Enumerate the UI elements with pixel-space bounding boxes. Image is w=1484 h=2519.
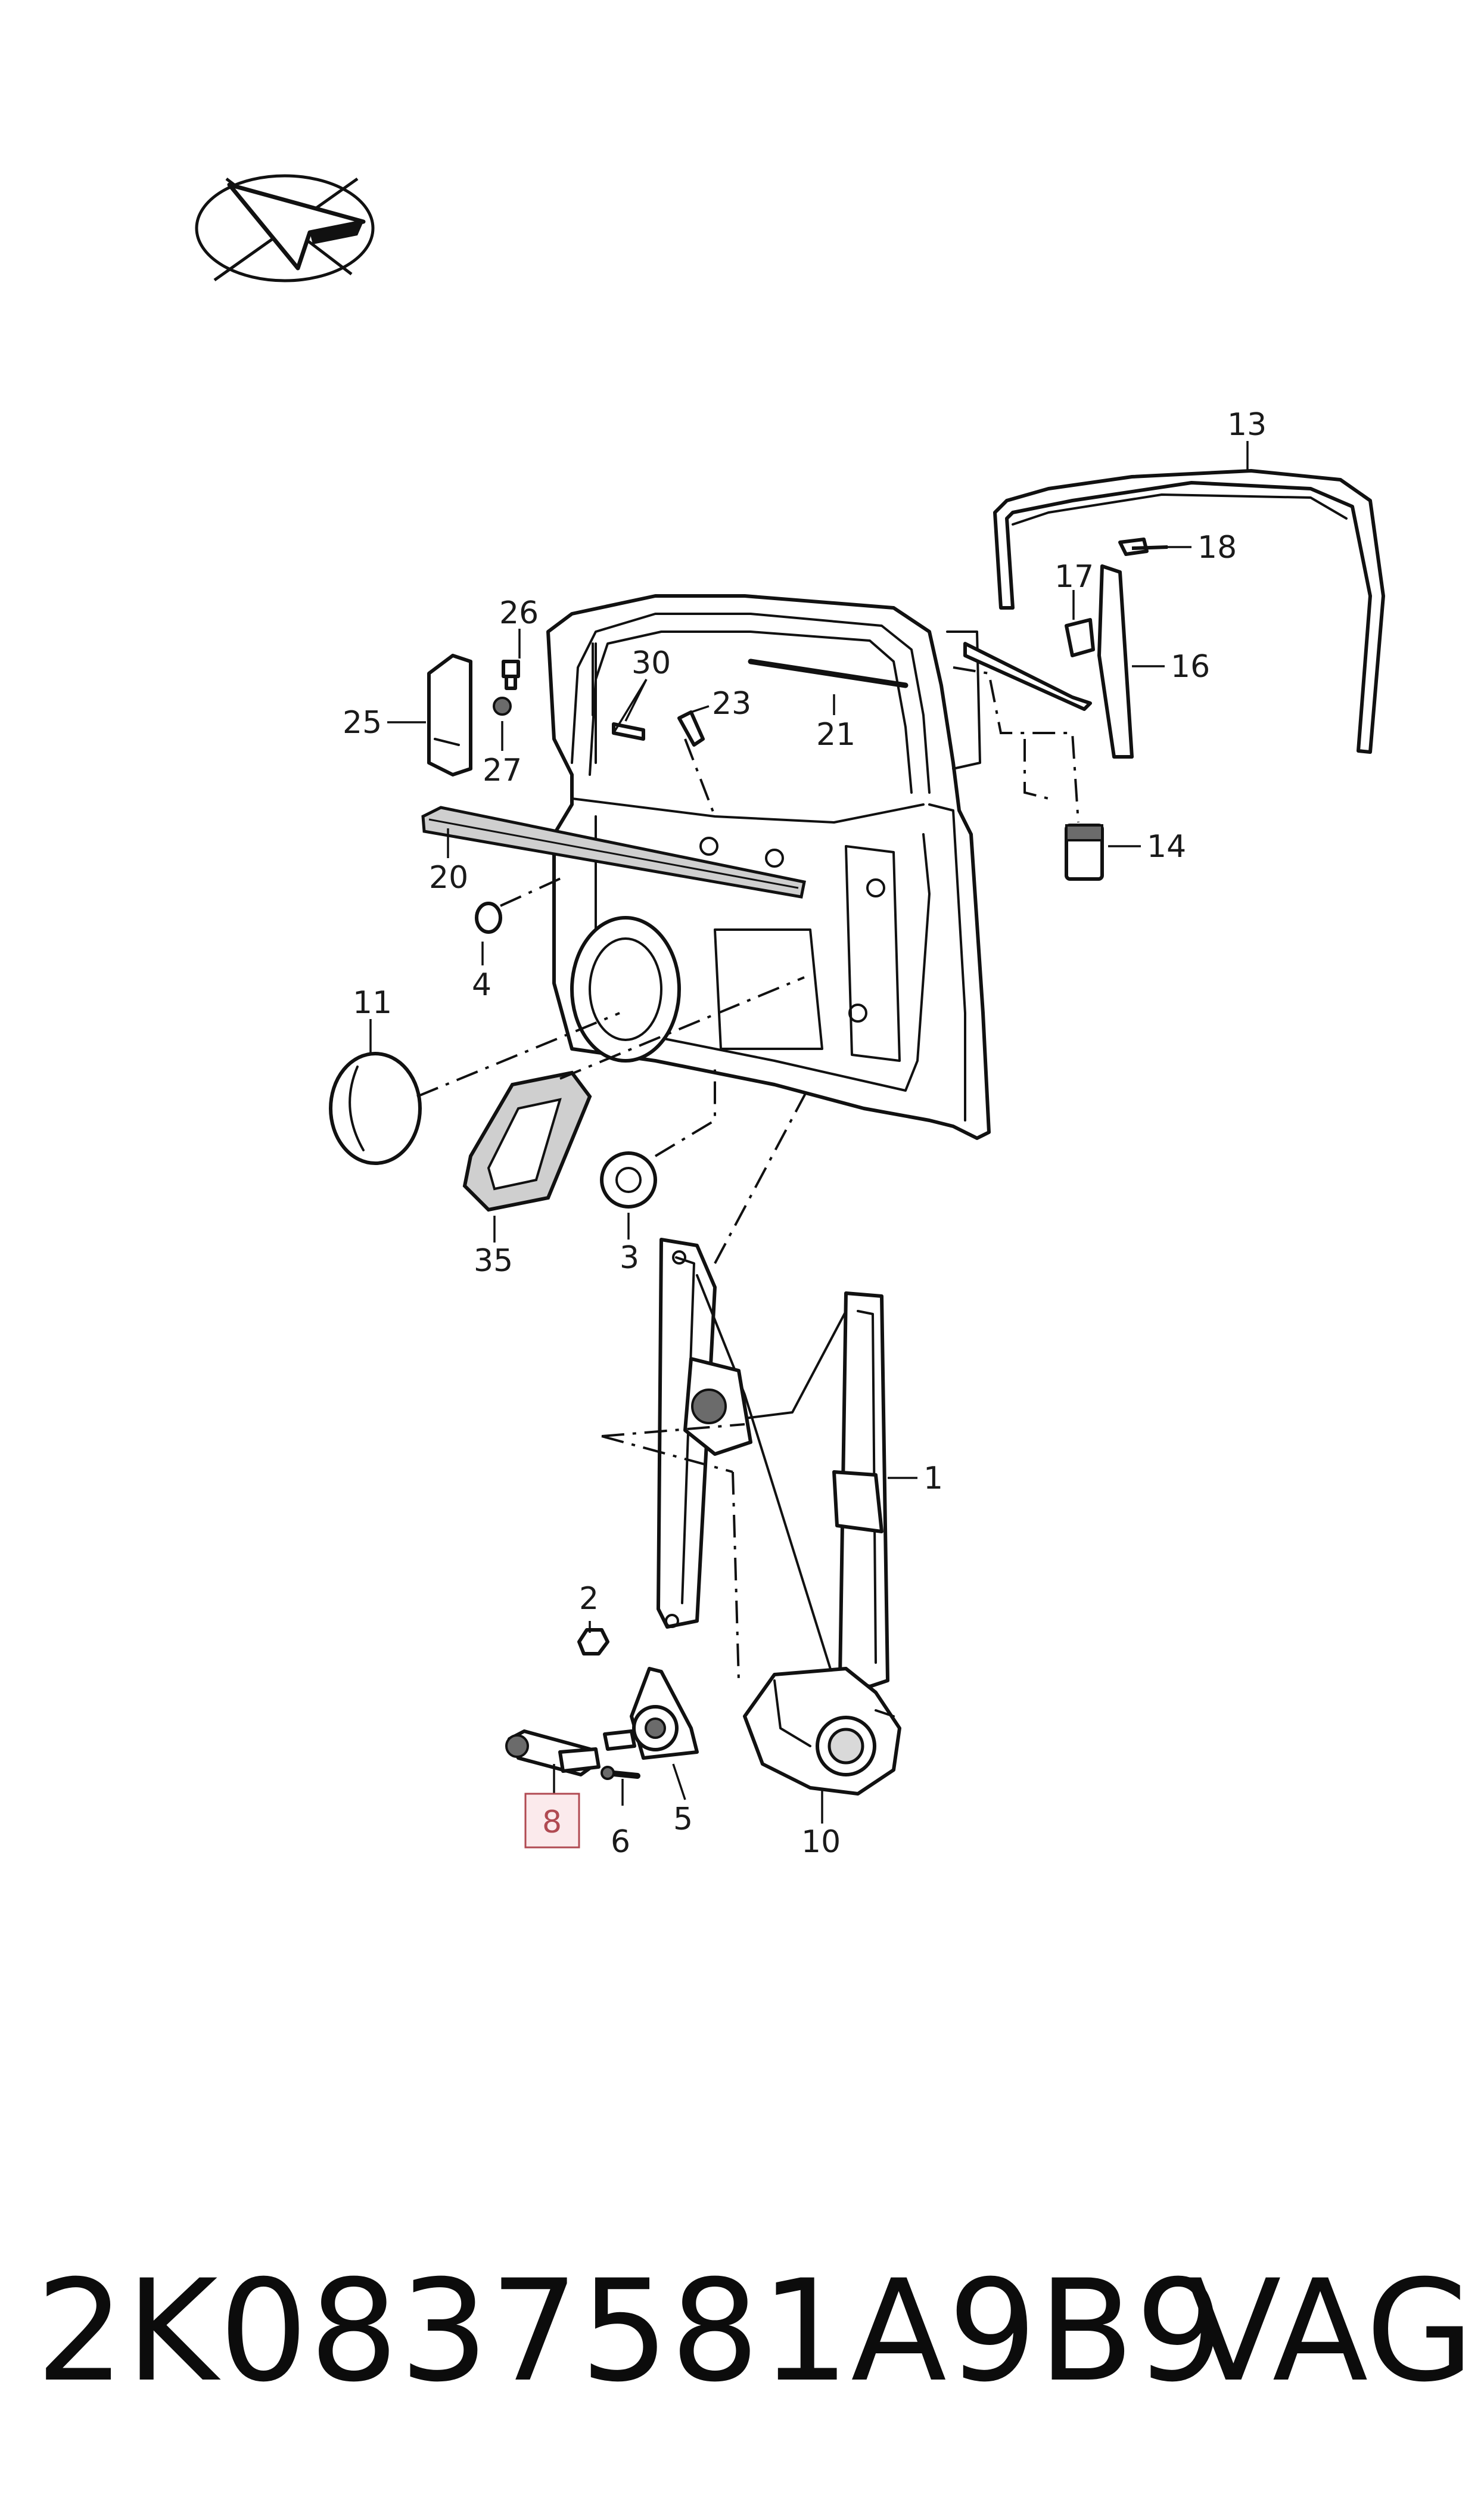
assembly-leader-lines <box>416 666 1079 1681</box>
nut <box>577 1628 609 1655</box>
speaker-cover <box>329 1052 422 1165</box>
callout-11: 11 <box>353 985 392 1021</box>
door-shell <box>546 594 991 1140</box>
small-fittings <box>493 642 705 747</box>
callout-23: 23 <box>712 686 751 722</box>
callout-8-highlight-box <box>524 1793 580 1849</box>
window-frame-trim <box>993 469 1385 754</box>
callout-26: 26 <box>499 595 539 631</box>
opening-gasket <box>462 1070 592 1212</box>
callout-13: 13 <box>1227 407 1267 443</box>
callout-1: 1 <box>923 1461 943 1496</box>
handle-cover <box>427 654 472 776</box>
callout-18: 18 <box>1197 530 1237 566</box>
window-motor <box>743 1667 901 1796</box>
callout-27: 27 <box>483 753 522 788</box>
sealing-strip <box>421 806 806 899</box>
callout-2: 2 <box>579 1581 599 1617</box>
guide-rail <box>748 659 909 688</box>
callout-10: 10 <box>801 1824 841 1860</box>
part-number-text: 2K0837581A9B9 <box>36 2250 1226 2413</box>
callout-3: 3 <box>620 1240 639 1276</box>
winder-mechanism <box>603 1667 699 1760</box>
callout-21: 21 <box>816 717 855 753</box>
callout-35: 35 <box>474 1243 513 1279</box>
window-regulator <box>657 1238 889 1688</box>
crank-handle <box>505 1729 601 1776</box>
callout-6: 6 <box>611 1824 630 1860</box>
callout-4: 4 <box>472 967 491 1003</box>
plug-cap <box>475 902 502 934</box>
callout-14: 14 <box>1147 829 1186 865</box>
callout-5: 5 <box>673 1801 693 1837</box>
callout-20: 20 <box>429 860 468 896</box>
callout-30: 30 <box>631 645 671 681</box>
callout-leaders <box>369 441 1249 1824</box>
callout-labels: 13 18 17 16 14 21 23 30 26 27 25 20 4 11… <box>343 407 1267 1860</box>
end-cap <box>1065 824 1104 881</box>
direction-arrow-icon <box>195 174 375 282</box>
callout-8: 8 <box>542 1804 562 1840</box>
callout-25: 25 <box>343 705 382 741</box>
callout-16: 16 <box>1171 649 1210 685</box>
grommet <box>600 1151 657 1209</box>
callout-17: 17 <box>1054 559 1094 595</box>
screw <box>601 1766 640 1780</box>
brand-text: VAG <box>1186 2250 1474 2413</box>
